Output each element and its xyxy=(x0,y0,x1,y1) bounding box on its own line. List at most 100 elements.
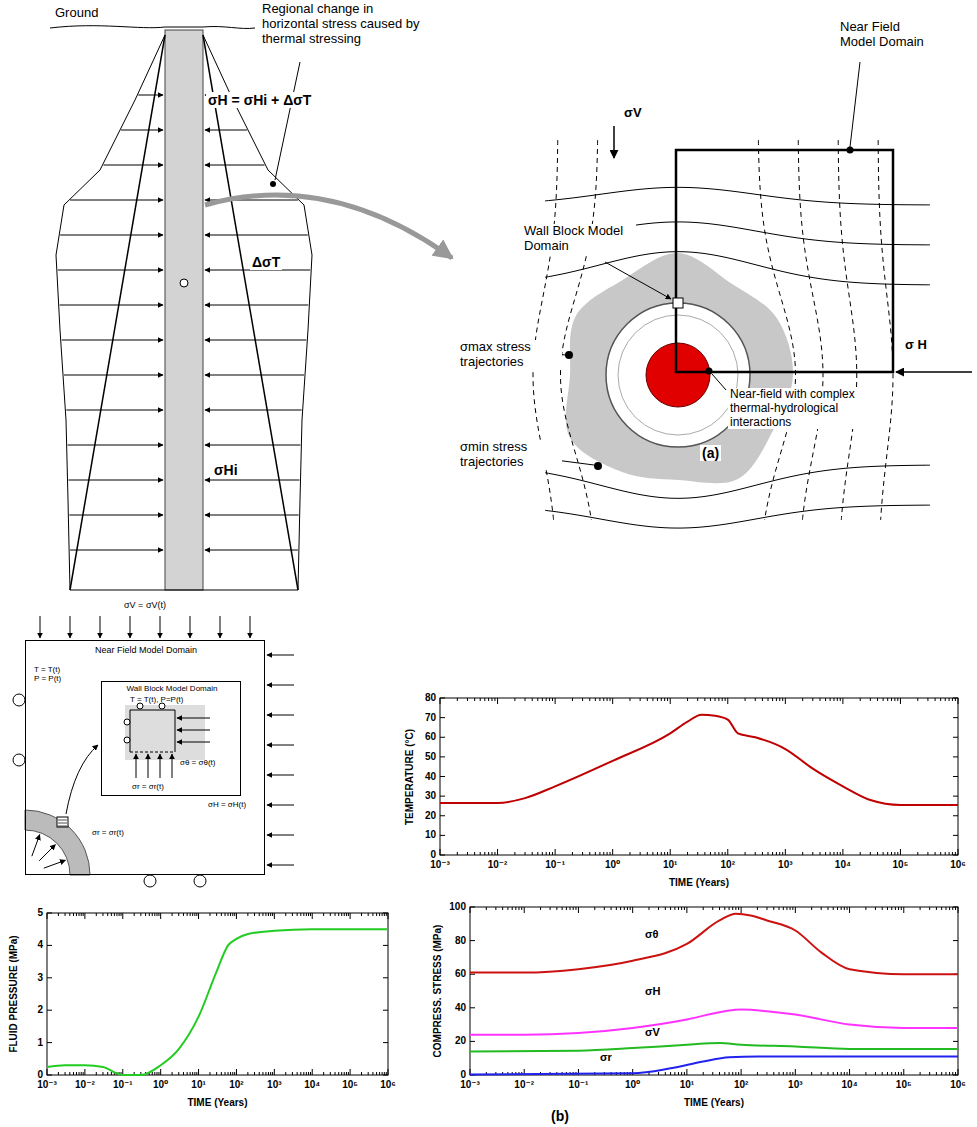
tick xyxy=(285,1072,286,1075)
boundary-condition: σθ = σθ(t) xyxy=(180,758,215,767)
tick xyxy=(573,907,574,910)
leader-dot xyxy=(847,147,854,154)
tick xyxy=(47,945,52,946)
load-arrow xyxy=(177,718,210,719)
stress-arrow xyxy=(66,410,163,411)
axis-label: 2 xyxy=(37,1004,43,1016)
tick xyxy=(47,1010,52,1011)
annotation-label: σθ xyxy=(645,928,658,941)
box-heading: Wall Block Model Domain xyxy=(127,684,218,693)
tick xyxy=(887,852,888,855)
load-arrow xyxy=(148,754,149,778)
tick xyxy=(776,852,777,855)
tick xyxy=(940,852,941,855)
axis-label: 10¹ xyxy=(191,1079,205,1091)
tick xyxy=(525,852,526,855)
box-heading: Near Field Model Domain xyxy=(95,645,197,655)
tick xyxy=(837,698,838,701)
tick xyxy=(603,852,604,855)
tick xyxy=(792,907,793,910)
axis-label: 100 xyxy=(449,901,466,913)
tick xyxy=(532,852,533,855)
tick xyxy=(722,852,723,855)
tick xyxy=(470,974,475,975)
tick xyxy=(664,852,665,855)
tick xyxy=(497,698,498,704)
tick xyxy=(657,852,658,855)
tick xyxy=(58,1072,59,1075)
axis-label: 10³ xyxy=(788,1079,802,1091)
tick xyxy=(684,907,685,910)
tick xyxy=(84,913,85,919)
tick xyxy=(361,913,362,916)
tick xyxy=(486,907,487,910)
tick xyxy=(196,1072,197,1075)
max-stress-trajectory xyxy=(545,187,930,205)
axis-label: TIME (Years) xyxy=(187,1097,247,1109)
tick xyxy=(860,852,861,855)
tick xyxy=(149,913,150,916)
tick xyxy=(722,698,723,701)
tick xyxy=(953,698,958,699)
load-arrow xyxy=(160,754,161,778)
tick xyxy=(532,698,533,701)
vertical-stress-arrow xyxy=(613,126,615,158)
tick xyxy=(192,1072,193,1075)
tick xyxy=(152,913,153,916)
tick xyxy=(247,913,248,916)
tick xyxy=(670,907,671,910)
tick xyxy=(710,852,711,855)
tick xyxy=(361,1072,362,1075)
tick xyxy=(687,852,688,855)
tick xyxy=(47,913,48,919)
tick xyxy=(470,940,475,941)
stress-arrow xyxy=(58,270,163,271)
tick xyxy=(783,907,784,910)
stress-arrow xyxy=(138,95,163,96)
tick xyxy=(272,913,273,916)
tick xyxy=(779,852,780,855)
tick xyxy=(667,698,668,701)
tick xyxy=(827,907,828,910)
leader-dot xyxy=(270,181,276,187)
tick xyxy=(897,698,898,701)
tick xyxy=(936,907,937,910)
tick xyxy=(678,1072,679,1075)
data-curve xyxy=(470,1043,958,1051)
annotation-label: σHi xyxy=(212,462,240,478)
tick xyxy=(607,852,608,855)
tick xyxy=(47,977,52,978)
tick xyxy=(766,907,767,910)
tick xyxy=(703,1072,704,1075)
tick xyxy=(119,913,120,916)
near-field-domain xyxy=(676,150,893,372)
tick xyxy=(497,849,498,855)
load-arrow xyxy=(267,775,294,776)
thermal-stress-envelope xyxy=(203,35,312,590)
tick xyxy=(234,913,235,916)
load-arrow xyxy=(160,616,161,638)
zoom-arrow xyxy=(66,745,98,814)
tick xyxy=(178,913,179,916)
tick xyxy=(903,1069,904,1075)
tick xyxy=(341,1072,342,1075)
axis-label: COMPRESS. STRESS (MPa) xyxy=(432,925,444,1058)
axis-label: 10³ xyxy=(778,859,792,871)
tick xyxy=(686,907,687,913)
tick xyxy=(69,1072,70,1075)
boundary-condition: T = T(t), P=P(t) xyxy=(130,695,184,704)
tick xyxy=(572,852,573,855)
stress-arrow xyxy=(121,130,163,131)
load-arrow xyxy=(267,835,294,836)
tick xyxy=(900,849,901,855)
tick xyxy=(474,698,475,701)
tick xyxy=(790,907,791,910)
stress-arrow xyxy=(205,515,299,516)
wall-block-marker xyxy=(57,817,68,827)
model-domain-box: Near Field Model DomainT = T(t) P = P(t)… xyxy=(25,640,265,875)
stress-arrow xyxy=(205,305,308,306)
tick xyxy=(811,907,812,910)
tick xyxy=(945,907,946,910)
tick xyxy=(303,913,304,916)
tick xyxy=(546,698,547,701)
